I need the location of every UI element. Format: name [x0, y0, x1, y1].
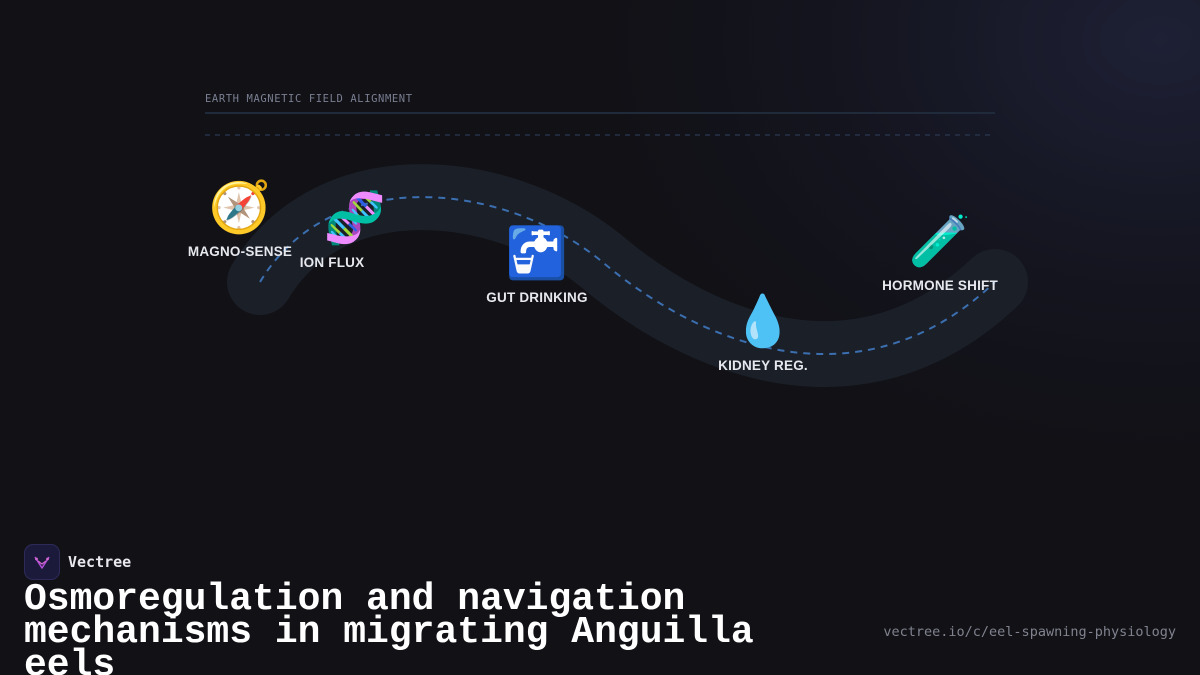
test-tube-icon: 🧪 — [908, 212, 972, 270]
node-hormone-shift: 🧪 HORMONE SHIFT — [882, 216, 998, 293]
field-alignment-rule — [205, 112, 995, 114]
droplet-icon: 💧 — [731, 292, 795, 350]
node-ion-flux: 🧬 ION FLUX — [278, 193, 386, 270]
brand: Vectree — [24, 544, 131, 580]
dna-icon: 🧬 — [323, 189, 387, 247]
node-label: HORMONE SHIFT — [882, 278, 998, 293]
brand-name: Vectree — [68, 553, 132, 571]
node-kidney-reg: 💧 KIDNEY REG. — [718, 296, 808, 373]
node-label: MAGNO-SENSE — [187, 244, 293, 259]
brand-logo-icon — [24, 544, 60, 580]
node-label: GUT DRINKING — [486, 290, 588, 305]
node-magno-sense: 🧭 MAGNO-SENSE — [188, 182, 292, 259]
compass-icon: 🧭 — [208, 178, 272, 236]
page-title: Osmoregulation and navigation mechanisms… — [24, 578, 754, 675]
potable-water-icon: 🚰 — [505, 224, 569, 282]
node-gut-drinking: 🚰 GUT DRINKING — [486, 228, 587, 305]
node-label: KIDNEY REG. — [718, 358, 808, 373]
source-url: vectree.io/c/eel-spawning-physiology — [883, 624, 1176, 640]
field-alignment-label: EARTH MAGNETIC FIELD ALIGNMENT — [205, 93, 413, 105]
path-band — [227, 164, 1028, 387]
node-label: ION FLUX — [299, 255, 365, 270]
